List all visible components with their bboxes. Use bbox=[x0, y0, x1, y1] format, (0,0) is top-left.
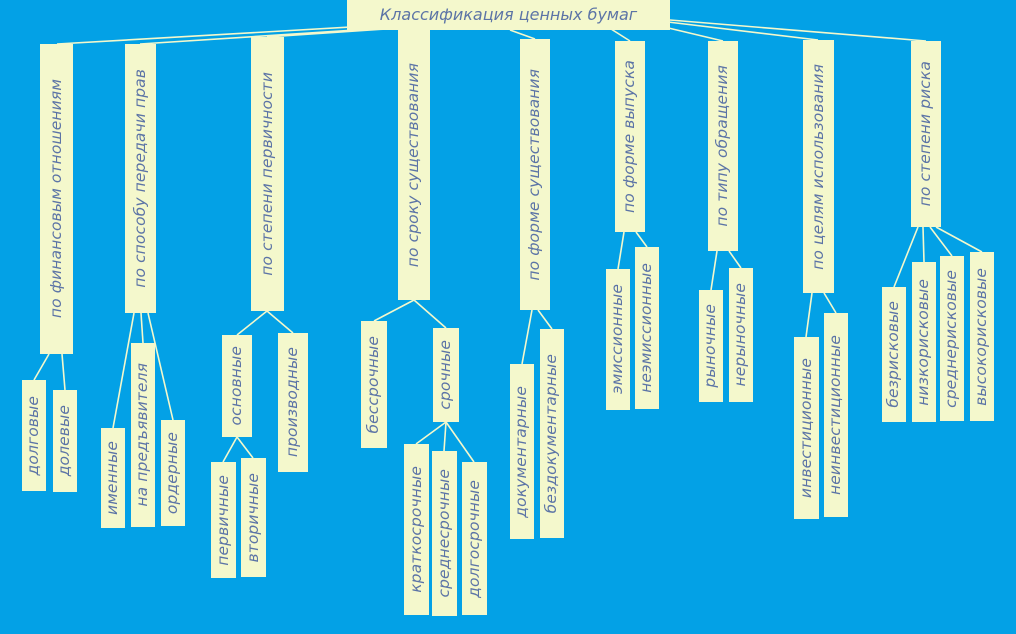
connector-line bbox=[147, 312, 174, 421]
root-node: Классификация ценных бумаг bbox=[347, 0, 670, 30]
connector-line bbox=[669, 19, 927, 42]
connector-line bbox=[805, 292, 813, 338]
leaf-derivative: производные bbox=[278, 333, 308, 472]
leaf-short-term: краткосрочные bbox=[404, 444, 429, 615]
connector-line bbox=[236, 310, 268, 336]
node-basic: основные bbox=[222, 335, 252, 437]
leaf-mid-term: среднесрочные bbox=[432, 451, 457, 616]
root-label: Классификация ценных бумаг bbox=[379, 5, 638, 24]
connector-line bbox=[710, 250, 718, 291]
leaf-emission: эмиссионные bbox=[606, 269, 630, 410]
leaf-risk-free: безрисковые bbox=[882, 287, 906, 422]
leaf-investment: инвестиционные bbox=[794, 337, 819, 519]
leaf-perpetual: бессрочные bbox=[361, 321, 387, 448]
category-usage-purpose: по целям использования bbox=[803, 40, 834, 293]
connector-line bbox=[922, 226, 925, 263]
connector-line bbox=[413, 299, 447, 329]
connector-line bbox=[112, 312, 135, 429]
connector-line bbox=[929, 226, 953, 257]
leaf-non-investment: неинвестиционные bbox=[824, 313, 848, 517]
category-existence-form: по форме существования bbox=[520, 39, 550, 310]
connector-line bbox=[823, 292, 837, 314]
connector-line bbox=[373, 299, 415, 322]
connector-line bbox=[443, 421, 447, 452]
connector-line bbox=[728, 250, 742, 269]
leaf-order: ордерные bbox=[161, 420, 185, 526]
leaf-debt: долговые bbox=[22, 380, 46, 491]
connector-line bbox=[445, 421, 475, 463]
connector-line bbox=[635, 231, 648, 248]
leaf-paperless: бездокументарные bbox=[540, 329, 564, 538]
connector-line bbox=[935, 226, 983, 253]
connector-line bbox=[415, 421, 447, 445]
connector-line bbox=[222, 436, 238, 463]
connector-line bbox=[33, 353, 50, 381]
category-issue-form: по форме выпуска bbox=[615, 41, 645, 232]
connector-line bbox=[893, 226, 919, 288]
leaf-primary: первичные bbox=[211, 462, 236, 578]
connector-line bbox=[140, 312, 144, 344]
connector-line bbox=[236, 436, 254, 459]
leaf-documentary: документарные bbox=[510, 364, 534, 539]
connector-line bbox=[659, 25, 724, 42]
leaf-bearer: на предъявителя bbox=[131, 343, 155, 527]
leaf-medium-risk: среднерисковые bbox=[940, 256, 964, 421]
category-existence-term: по сроку существования bbox=[398, 30, 430, 300]
category-circulation-type: по типу обращения bbox=[708, 41, 738, 251]
category-risk-degree: по степени риска bbox=[911, 41, 941, 227]
node-fixed-term: срочные bbox=[433, 328, 459, 422]
leaf-high-risk: высокорисковые bbox=[970, 252, 994, 421]
leaf-secondary: вторичные bbox=[241, 458, 266, 577]
leaf-registered: именные bbox=[101, 428, 125, 528]
connector-line bbox=[509, 29, 536, 40]
leaf-non-emission: неэмиссионные bbox=[635, 247, 659, 409]
category-rights-transfer: по способу передачи прав bbox=[125, 44, 156, 313]
leaf-equity: долевые bbox=[53, 390, 77, 492]
leaf-long-term: долгосрочные bbox=[462, 462, 487, 615]
category-financial-relations: по финансовым отношениям bbox=[40, 44, 73, 354]
connector-line bbox=[667, 21, 819, 41]
connector-line bbox=[537, 309, 553, 330]
connector-line bbox=[61, 353, 66, 391]
connector-line bbox=[521, 309, 533, 365]
connector-line bbox=[617, 231, 625, 270]
leaf-non-market: нерыночные bbox=[729, 268, 753, 402]
leaf-low-risk: низкорисковые bbox=[912, 262, 936, 422]
category-primacy-degree: по степени первичности bbox=[251, 37, 284, 311]
leaf-market: рыночные bbox=[699, 290, 723, 402]
connector-line bbox=[266, 310, 294, 334]
